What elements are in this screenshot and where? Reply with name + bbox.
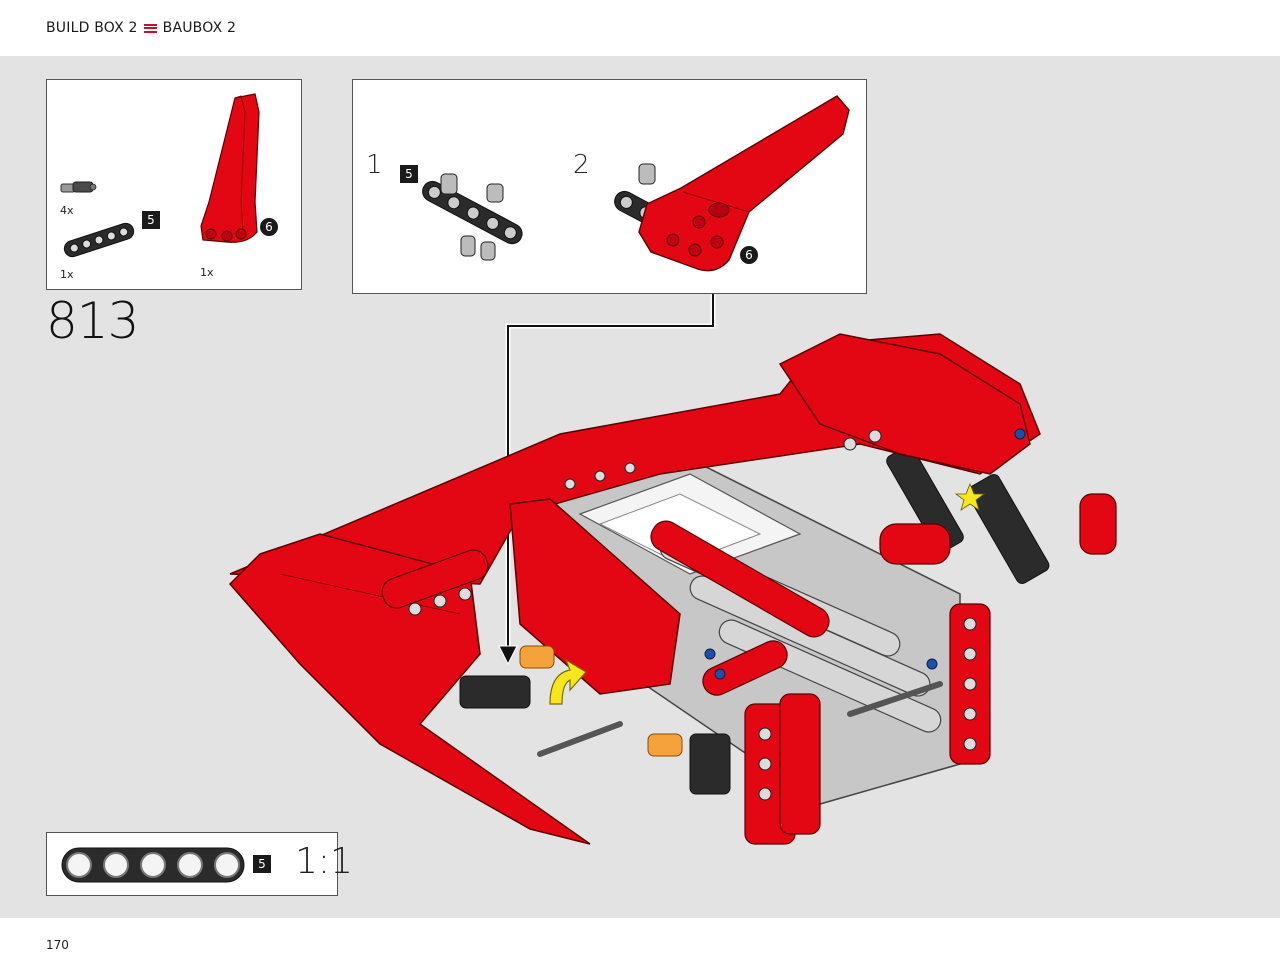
panel-callout-badge: 6 <box>259 217 279 237</box>
title-en: BUILD BOX 2 <box>46 20 138 36</box>
sub-step-2-label: 2 <box>573 150 590 180</box>
qty-axle-pin: 4x <box>60 204 74 217</box>
red-panel-icon <box>200 93 260 243</box>
beam-5-scale-icon <box>61 847 245 883</box>
separator-icon <box>143 23 157 33</box>
sub-step-1-label: 1 <box>366 150 383 180</box>
beam-size-badge: 5 <box>141 210 161 230</box>
scale-reference-box: 5 1:1 <box>46 832 353 896</box>
sub-assembly-box: 1 5 2 6 <box>352 79 867 294</box>
beam-5-icon <box>63 222 135 258</box>
qty-red-panel: 1x <box>200 266 214 279</box>
sub-step-2-callout: 6 <box>739 245 759 265</box>
step-number: 813 <box>46 292 139 350</box>
sub-step-1-beam-icon <box>422 173 523 261</box>
sub-step-1-callout: 5 <box>399 164 419 184</box>
page-number: 170 <box>46 938 69 952</box>
model-illustration <box>228 333 1117 845</box>
title-de: BAUBOX 2 <box>162 20 237 36</box>
page-header: BUILD BOX 2 BAUBOX 2 <box>0 0 1280 56</box>
scale-beam-length-badge: 5 <box>252 854 272 874</box>
qty-beam-5: 1x <box>60 268 74 281</box>
scale-label: 1:1 <box>295 841 353 882</box>
sub-step-2-assembly-icon <box>614 95 850 272</box>
axle-pin-icon <box>60 181 97 193</box>
build-box-title: BUILD BOX 2 BAUBOX 2 <box>46 20 236 36</box>
parts-list-box: 4x 5 1x 6 1x <box>46 79 302 290</box>
